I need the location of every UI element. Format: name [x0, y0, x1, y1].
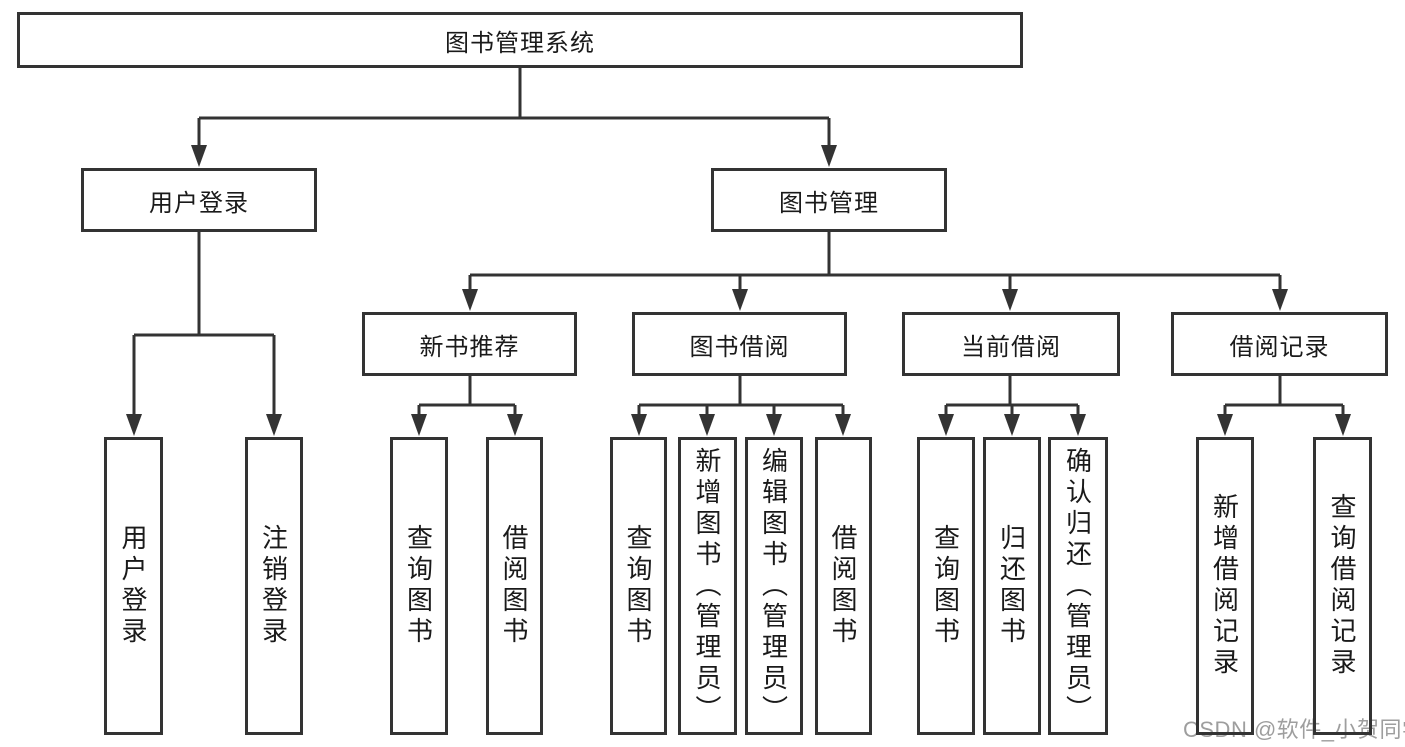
leaf-logout-login: 注销登录 — [245, 437, 303, 735]
leaf-borrow-books-recommend: 借阅图书 — [486, 437, 543, 735]
node-borrow-records: 借阅记录 — [1171, 312, 1388, 376]
leaf-query-books-recommend: 查询图书 — [390, 437, 448, 735]
node-new-books: 新书推荐 — [362, 312, 577, 376]
node-user-login: 用户登录 — [81, 168, 317, 232]
leaf-query-books-borrow: 查询图书 — [610, 437, 667, 735]
leaf-add-books-admin: 新增图书（管理员） — [678, 437, 737, 735]
leaf-add-borrow-record: 新增借阅记录 — [1196, 437, 1254, 735]
leaf-borrow-books: 借阅图书 — [815, 437, 872, 735]
leaf-edit-books-admin: 编辑图书（管理员） — [745, 437, 803, 735]
leaf-confirm-return-admin: 确认归还（管理员） — [1048, 437, 1108, 735]
leaf-return-books: 归还图书 — [983, 437, 1041, 735]
node-current-borrow: 当前借阅 — [902, 312, 1120, 376]
node-book-borrow: 图书借阅 — [632, 312, 847, 376]
node-root: 图书管理系统 — [17, 12, 1023, 68]
leaf-query-books-current: 查询图书 — [917, 437, 975, 735]
leaf-query-borrow-record: 查询借阅记录 — [1313, 437, 1372, 735]
node-book-mgmt: 图书管理 — [711, 168, 947, 232]
watermark: CSDN @软件_小贺同学 — [1183, 717, 1405, 742]
leaf-user-login: 用户登录 — [104, 437, 163, 735]
